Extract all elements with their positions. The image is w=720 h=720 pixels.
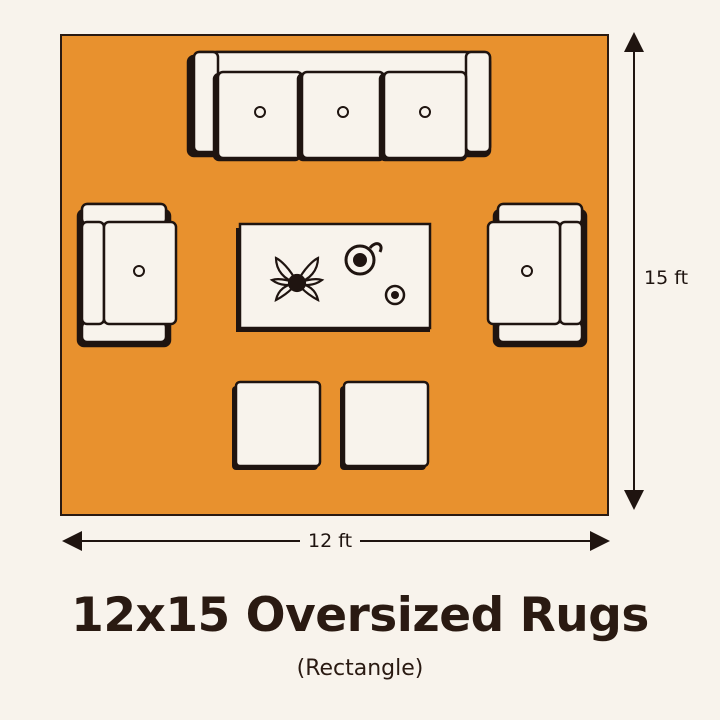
ottoman-right xyxy=(340,380,430,470)
flower-icon xyxy=(269,256,325,302)
page-title: 12x15 Oversized Rugs xyxy=(71,588,649,643)
cup-icon xyxy=(344,242,383,276)
coaster-icon xyxy=(384,284,406,306)
width-label: 12 ft xyxy=(300,529,361,553)
page-subtitle: (Rectangle) xyxy=(296,656,424,681)
ottoman-left xyxy=(232,380,322,470)
armchair-left xyxy=(76,202,178,348)
three-seat-sofa xyxy=(186,50,492,162)
armchair-right xyxy=(486,202,588,348)
height-label: 15 ft xyxy=(644,264,689,292)
coffee-table xyxy=(236,222,432,332)
